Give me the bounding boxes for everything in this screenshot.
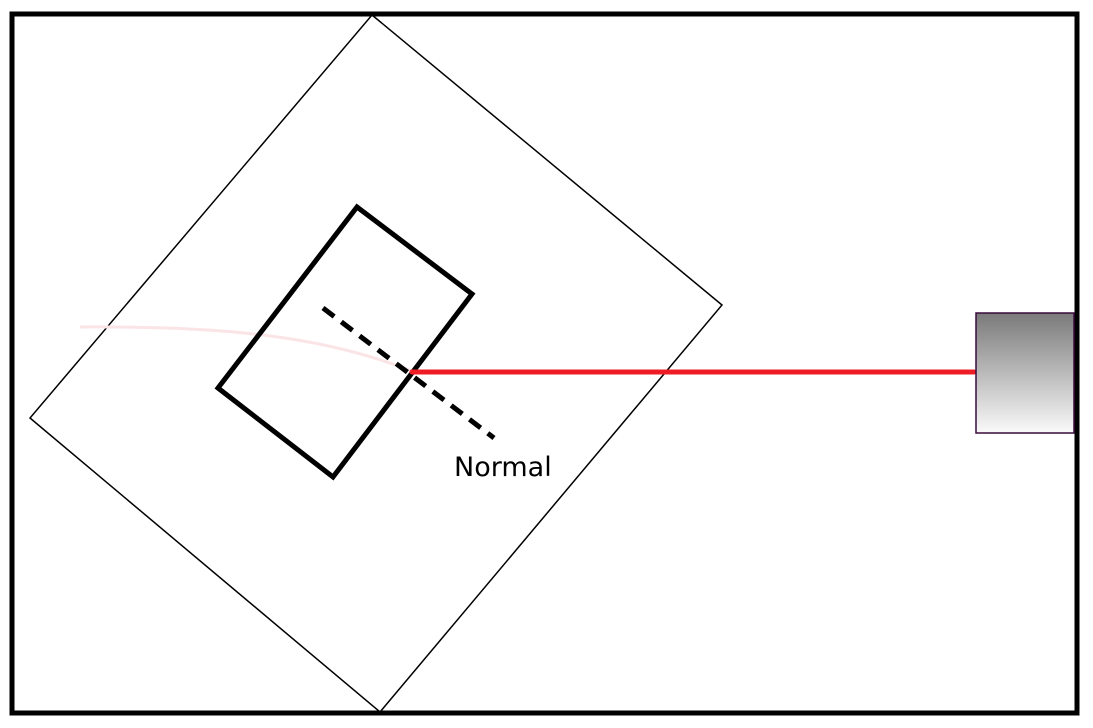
mirror-block [214,203,476,481]
reflected-beam [79,325,413,373]
normal-label: Normal [454,452,552,483]
rotating-platform [28,13,724,714]
outer-frame [9,11,1080,716]
light-source [975,312,1075,434]
normal-line [321,306,496,440]
